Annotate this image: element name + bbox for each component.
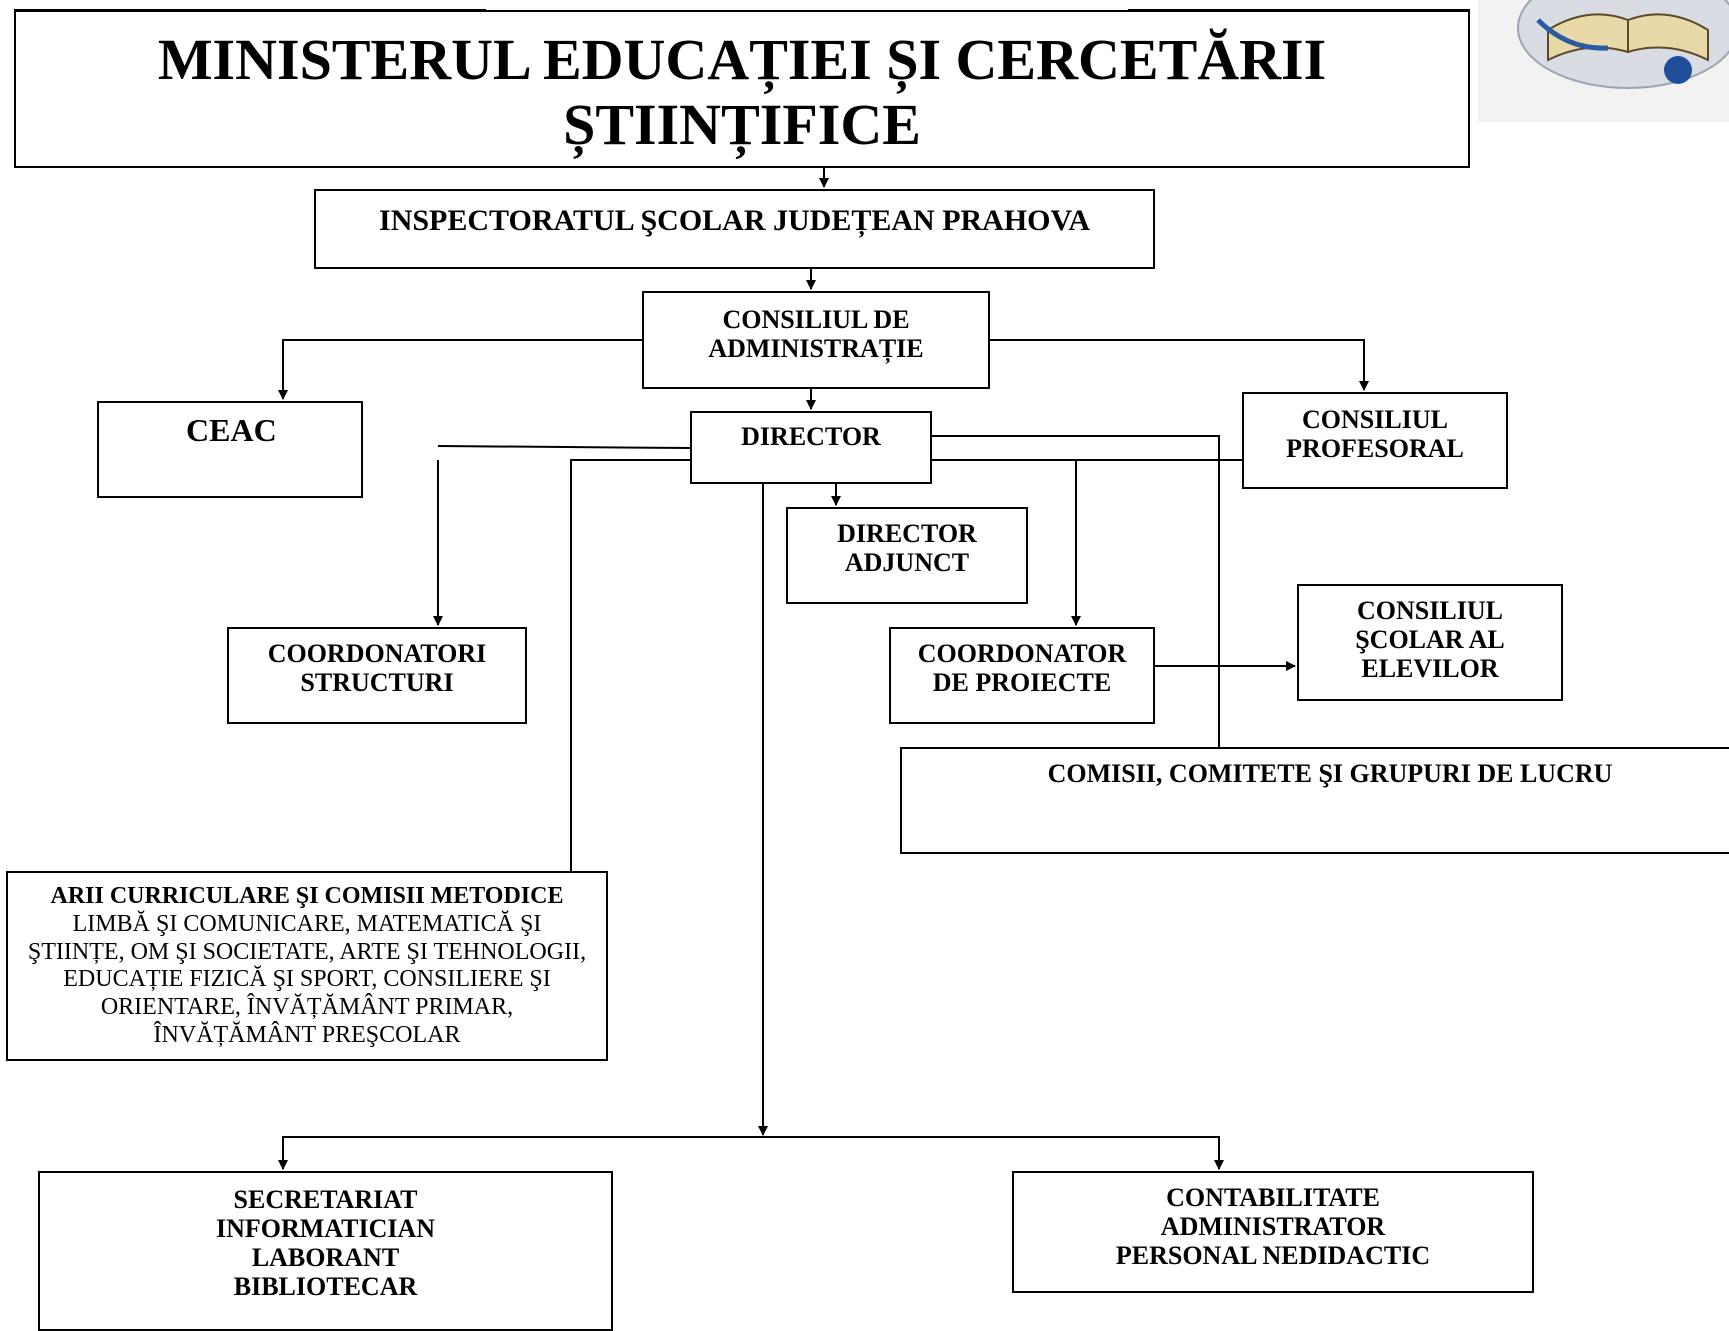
cse-line-3: ELEVILOR	[1361, 654, 1499, 684]
ministry-box: MINISTERUL EDUCAȚIEI ȘI CERCETĂRII ȘTIIN…	[14, 10, 1470, 168]
da-line-1: DIRECTOR	[837, 519, 977, 548]
cse-line-2: ŞCOLAR AL	[1355, 625, 1505, 655]
arii-line-1: LIMBĂ ŞI COMUNICARE, MATEMATICĂ ŞI	[72, 910, 542, 937]
arii-line-5: ÎNVĂȚĂMÂNT PREŞCOLAR	[153, 1022, 461, 1049]
coordonator-proiecte-box: COORDONATOR DE PROIECTE	[889, 627, 1155, 724]
consiliu-administratie-box: CONSILIUL DE ADMINISTRAȚIE	[642, 291, 990, 389]
sec-line-4: BIBLIOTECAR	[233, 1272, 418, 1302]
sec-line-2: INFORMATICIAN	[215, 1214, 436, 1244]
isj-label: INSPECTORATUL ŞCOLAR JUDEȚEAN PRAHOVA	[379, 204, 1090, 237]
consiliu-profesoral-box: CONSILIUL PROFESORAL	[1242, 392, 1508, 489]
ca-line-1: CONSILIUL DE	[722, 305, 910, 334]
arrow-ca-cp	[990, 339, 1369, 391]
da-line-2: ADJUNCT	[844, 548, 970, 578]
sec-line-3: LABORANT	[251, 1243, 400, 1273]
sec-line-1: SECRETARIAT	[233, 1185, 418, 1214]
arii-curriculare-box: ARII CURRICULARE ŞI COMISII METODICE LIM…	[6, 871, 608, 1061]
line-director-comisii	[932, 435, 1220, 747]
cp-line-1: CONSILIUL	[1302, 405, 1448, 434]
coordonatori-structuri-box: COORDONATORI STRUCTURI	[227, 627, 527, 724]
cs-line-2: STRUCTURI	[300, 668, 454, 698]
ca-line-2: ADMINISTRAȚIE	[708, 334, 924, 364]
arii-title: ARII CURRICULARE ŞI COMISII METODICE	[50, 883, 564, 909]
comisii-box: COMISII, COMITETE ŞI GRUPURI DE LUCRU	[900, 747, 1729, 854]
line-bottom-branch	[282, 1136, 1220, 1169]
line-director-cs	[437, 445, 691, 449]
director-adjunct-box: DIRECTOR ADJUNCT	[786, 507, 1028, 604]
ceac-box: CEAC	[97, 401, 363, 498]
cse-line-1: CONSILIUL	[1357, 596, 1503, 625]
school-logo	[1478, 0, 1729, 122]
ceac-label: CEAC	[186, 412, 277, 448]
cs-line-1: COORDONATORI	[267, 639, 487, 668]
arrow-ca-ceac	[278, 339, 642, 400]
contabilitate-box: CONTABILITATE ADMINISTRATOR PERSONAL NED…	[1012, 1171, 1534, 1293]
arii-line-4: ORIENTARE, ÎNVĂȚĂMÂNT PRIMAR,	[100, 994, 514, 1021]
cproj-line-1: COORDONATOR	[917, 639, 1127, 668]
director-box: DIRECTOR	[690, 411, 932, 484]
comisii-label: COMISII, COMITETE ŞI GRUPURI DE LUCRU	[1047, 759, 1613, 788]
cp-line-2: PROFESORAL	[1286, 434, 1464, 464]
isj-box: INSPECTORATUL ŞCOLAR JUDEȚEAN PRAHOVA	[314, 189, 1155, 269]
consiliu-elevi-box: CONSILIUL ŞCOLAR AL ELEVILOR	[1297, 584, 1563, 701]
ministry-line-1: MINISTERUL EDUCAȚIEI ȘI CERCETĂRII	[157, 27, 1327, 92]
ministry-line-2: ȘTIINȚIFICE	[563, 91, 921, 157]
cproj-line-2: DE PROIECTE	[932, 668, 1112, 698]
cont-line-2: ADMINISTRATOR	[1160, 1212, 1386, 1242]
cont-line-3: PERSONAL NEDIDACTIC	[1115, 1241, 1431, 1271]
arii-line-2: ŞTIINȚE, OM ŞI SOCIETATE, ARTE ŞI TEHNOL…	[27, 938, 587, 965]
secretariat-box: SECRETARIAT INFORMATICIAN LABORANT BIBLI…	[38, 1171, 613, 1331]
line-director-arii	[570, 459, 690, 871]
arii-line-3: EDUCAȚIE FIZICĂ ŞI SPORT, CONSILIERE ŞI	[63, 966, 551, 993]
cont-line-1: CONTABILITATE	[1166, 1183, 1380, 1212]
director-label: DIRECTOR	[741, 422, 881, 451]
